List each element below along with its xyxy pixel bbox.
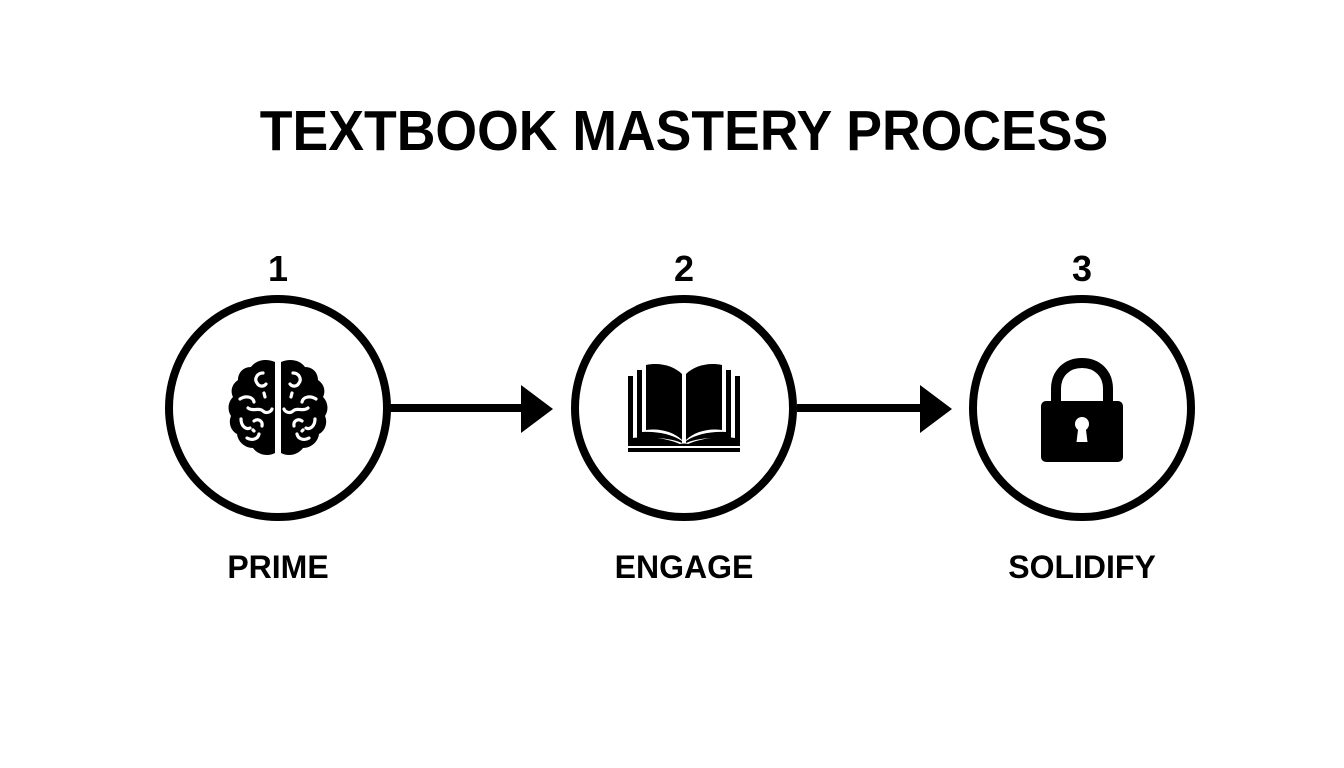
step-2-circle xyxy=(571,295,797,521)
arrow-right-icon xyxy=(390,384,554,434)
step-2-label: ENGAGE xyxy=(614,549,754,585)
open-book-icon xyxy=(628,364,740,452)
step-3-label: SOLIDIFY xyxy=(1008,549,1156,585)
arrow-shaft xyxy=(390,404,526,412)
step-3-number: 3 xyxy=(1071,248,1093,289)
arrow-right-icon xyxy=(797,384,953,434)
step-2-number: 2 xyxy=(673,248,695,289)
padlock-icon xyxy=(1041,358,1123,462)
diagram-title: TEXTBOOK MASTERY PROCESS xyxy=(259,99,1109,163)
arrow-head xyxy=(521,385,553,433)
step-1-circle xyxy=(165,295,391,521)
arrow-head xyxy=(920,385,952,433)
step-1-label: PRIME xyxy=(227,549,329,585)
arrow-shaft xyxy=(797,404,925,412)
brain-icon xyxy=(228,359,328,456)
step-3-circle xyxy=(969,295,1195,521)
step-1-number: 1 xyxy=(267,248,289,289)
